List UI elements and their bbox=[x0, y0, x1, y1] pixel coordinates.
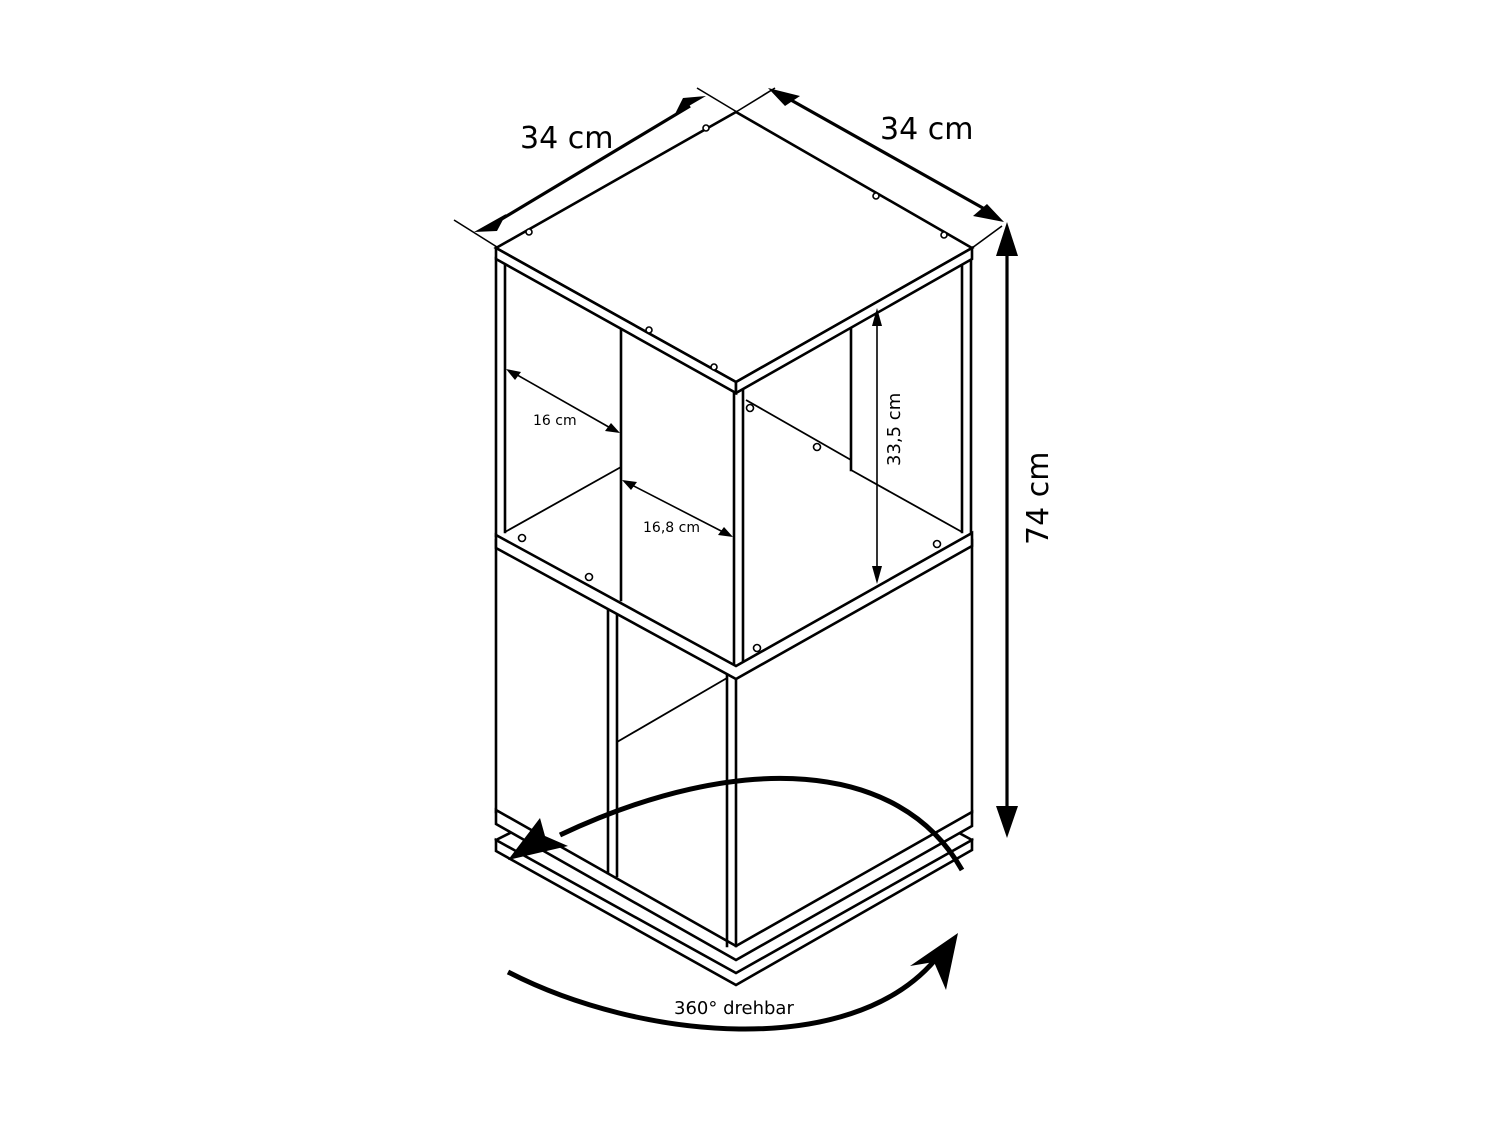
screw-icon bbox=[525, 228, 533, 236]
depth-narrow-label: 16 cm bbox=[533, 413, 577, 429]
screw-icon bbox=[872, 192, 880, 200]
width-right-label: 34 cm bbox=[880, 112, 973, 147]
screw-icon bbox=[584, 572, 594, 582]
screw-icon bbox=[745, 403, 755, 413]
arrow-head-icon bbox=[768, 88, 800, 106]
compartment-height-label: 33,5 cm bbox=[884, 393, 905, 466]
total-height-label: 74 cm bbox=[1021, 452, 1056, 545]
screw-icon bbox=[517, 533, 527, 543]
rotation-arrow-right-icon bbox=[910, 933, 958, 990]
rotation-arc-upper bbox=[558, 775, 965, 872]
arrow-head-icon bbox=[872, 566, 882, 584]
arrow-head-icon bbox=[718, 527, 733, 537]
screw-icon bbox=[752, 643, 762, 653]
arrow-head-icon bbox=[622, 480, 637, 490]
arrow-head-icon bbox=[872, 308, 882, 326]
screw-icon bbox=[710, 363, 718, 371]
arrow-head-icon bbox=[973, 204, 1004, 222]
arrow-head-icon bbox=[605, 423, 620, 433]
lower-cabinet bbox=[494, 538, 974, 948]
screw-icon bbox=[932, 539, 942, 549]
screw-icon bbox=[702, 124, 710, 132]
screw-icon bbox=[812, 442, 822, 452]
upper-cabinet bbox=[494, 256, 973, 666]
dimension-depth-wide: 16,8 cm bbox=[622, 480, 733, 537]
dimension-width-left: 34 cm bbox=[453, 87, 738, 248]
arrow-head-icon bbox=[506, 369, 521, 380]
dimension-total-height: 74 cm bbox=[996, 222, 1056, 838]
top-board bbox=[493, 110, 975, 396]
arrow-head-icon bbox=[996, 222, 1018, 256]
rotation-arrow-left-icon bbox=[508, 818, 568, 860]
rotation-label: 360° drehbar bbox=[674, 998, 794, 1019]
base-plate bbox=[494, 807, 974, 987]
dimension-depth-narrow: 16 cm bbox=[506, 369, 620, 433]
dimension-width-right: 34 cm bbox=[735, 87, 1004, 249]
width-left-label: 34 cm bbox=[520, 121, 613, 156]
dimension-compartment-height: 33,5 cm bbox=[872, 308, 905, 584]
rotation-indicator: 360° drehbar bbox=[506, 775, 965, 1032]
middle-shelf bbox=[494, 530, 974, 681]
screw-icon bbox=[645, 326, 653, 334]
arrow-head-icon bbox=[675, 96, 706, 114]
rotation-arc-lower bbox=[506, 958, 937, 1032]
depth-wide-label: 16,8 cm bbox=[643, 520, 700, 536]
arrow-head-icon bbox=[996, 806, 1018, 838]
arrow-head-icon bbox=[474, 214, 506, 232]
screw-icon bbox=[940, 231, 948, 239]
